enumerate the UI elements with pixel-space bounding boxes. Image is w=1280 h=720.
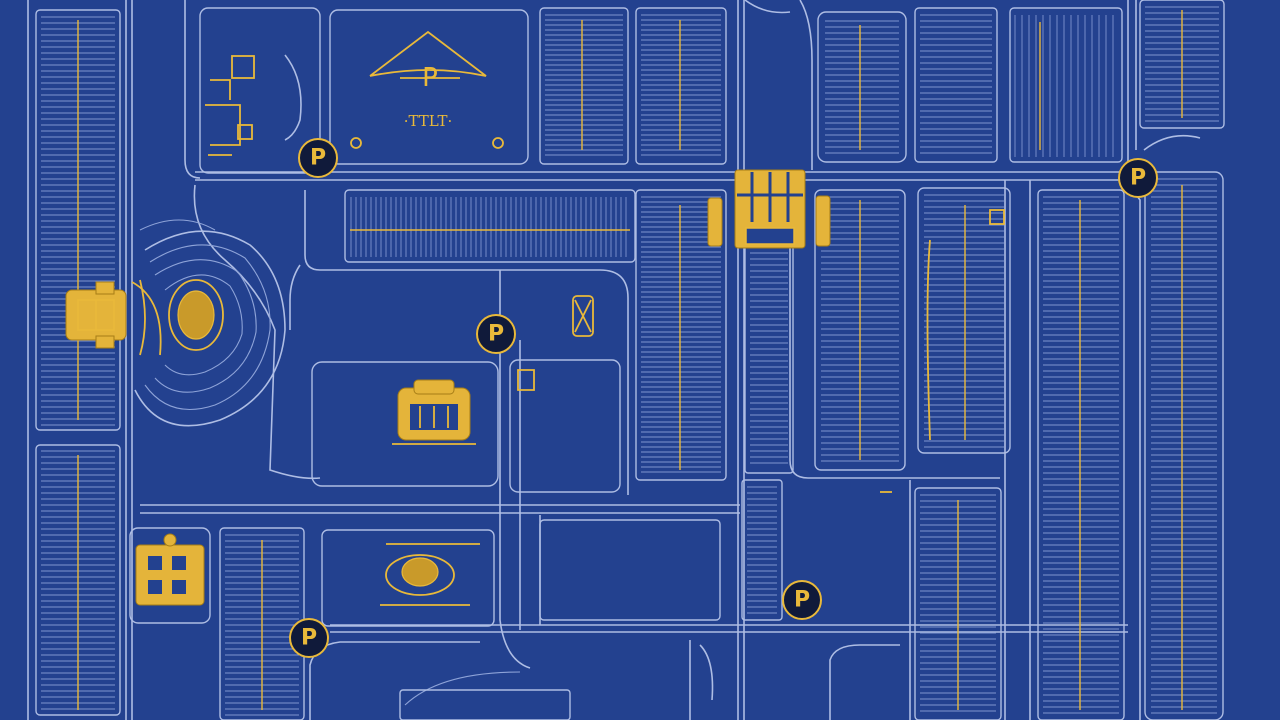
parking-lots — [35, 0, 1225, 720]
parking-pin-icon[interactable]: P — [1118, 158, 1158, 198]
entrance-sign: P ·TTLT· — [350, 30, 504, 149]
misc-structures — [517, 209, 1005, 493]
gate-icon — [707, 169, 831, 249]
parking-pin-icon[interactable]: P — [782, 580, 822, 620]
road-network — [27, 0, 1201, 720]
svg-text:P: P — [794, 588, 810, 613]
svg-text:P: P — [1130, 166, 1146, 191]
plaza-emblem-icon — [380, 543, 480, 606]
southwest-building-icon — [135, 533, 205, 606]
parking-pin-icon[interactable]: P — [289, 618, 329, 658]
admin-complex-icon — [205, 54, 302, 156]
entrance-sign-caption: ·TTLT· — [404, 112, 453, 130]
svg-text:P: P — [488, 322, 504, 347]
stadium-icon — [65, 219, 286, 427]
svg-text:P: P — [310, 146, 326, 171]
building-icon — [392, 379, 476, 445]
svg-text:P: P — [301, 626, 317, 651]
parking-markers: P P P P P — [289, 138, 1158, 658]
parking-pin-icon[interactable]: P — [298, 138, 338, 178]
aisle-lines — [77, 10, 1183, 710]
parking-pin-icon[interactable]: P — [476, 314, 516, 354]
parking-stalls — [41, 6, 1219, 716]
